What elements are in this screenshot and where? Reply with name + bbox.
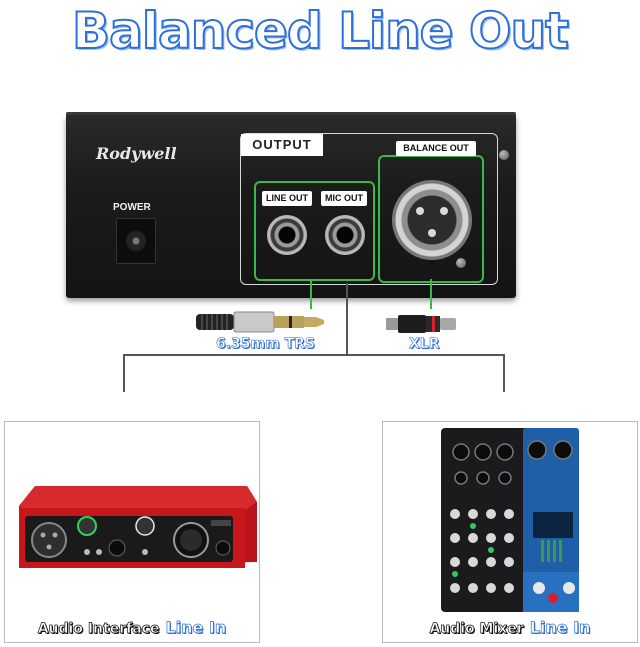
xlr-pin — [428, 229, 436, 237]
xlr-label: XLR — [409, 336, 440, 353]
xlr-pin — [440, 207, 448, 215]
line-out-label: LINE OUT — [262, 191, 312, 206]
audio-interface-name: Audio Interface — [37, 621, 160, 638]
output-label: OUTPUT — [241, 134, 323, 156]
xlr-plug-icon — [386, 315, 456, 333]
screw-icon — [456, 258, 466, 268]
xlr-connection-line — [430, 279, 432, 309]
power-label: POWER — [113, 202, 151, 213]
audio-mixer-name: Audio Mixer — [429, 621, 524, 638]
audio-interface-caption: Audio Interface Line In — [5, 618, 259, 638]
trs-connection-line — [310, 279, 312, 309]
trs-plug-icon — [196, 311, 324, 333]
xlr-socket — [392, 180, 472, 260]
trs-label: 6.35mm TRS — [216, 336, 316, 353]
audio-mixer-image — [441, 428, 579, 612]
audio-interface-connection: Line In — [165, 618, 227, 638]
audio-interface-image — [19, 486, 257, 568]
audio-mixer-caption: Audio Mixer Line In — [383, 618, 637, 638]
bracket-right-leg — [503, 354, 505, 392]
line-out-jack — [267, 215, 307, 255]
output-panel — [240, 133, 498, 285]
xlr-pin — [416, 207, 424, 215]
bracket-stem — [346, 283, 348, 355]
power-jack — [116, 218, 156, 264]
mic-out-jack — [325, 215, 365, 255]
audio-mixer-connection: Line In — [529, 618, 591, 638]
brand-logo: Rodywell — [96, 144, 177, 163]
audio-mixer-card: Audio Mixer Line In — [382, 421, 638, 643]
page-title: Balanced Line Out — [71, 1, 570, 61]
screw-icon — [499, 150, 509, 160]
bracket-left-leg — [123, 354, 125, 392]
bracket-horizontal — [123, 354, 505, 356]
mic-out-label: MIC OUT — [321, 191, 367, 206]
audio-interface-card: Audio Interface Line In — [4, 421, 260, 643]
balance-out-label: BALANCE OUT — [396, 141, 476, 156]
trs-jacks-highlight — [254, 181, 375, 281]
